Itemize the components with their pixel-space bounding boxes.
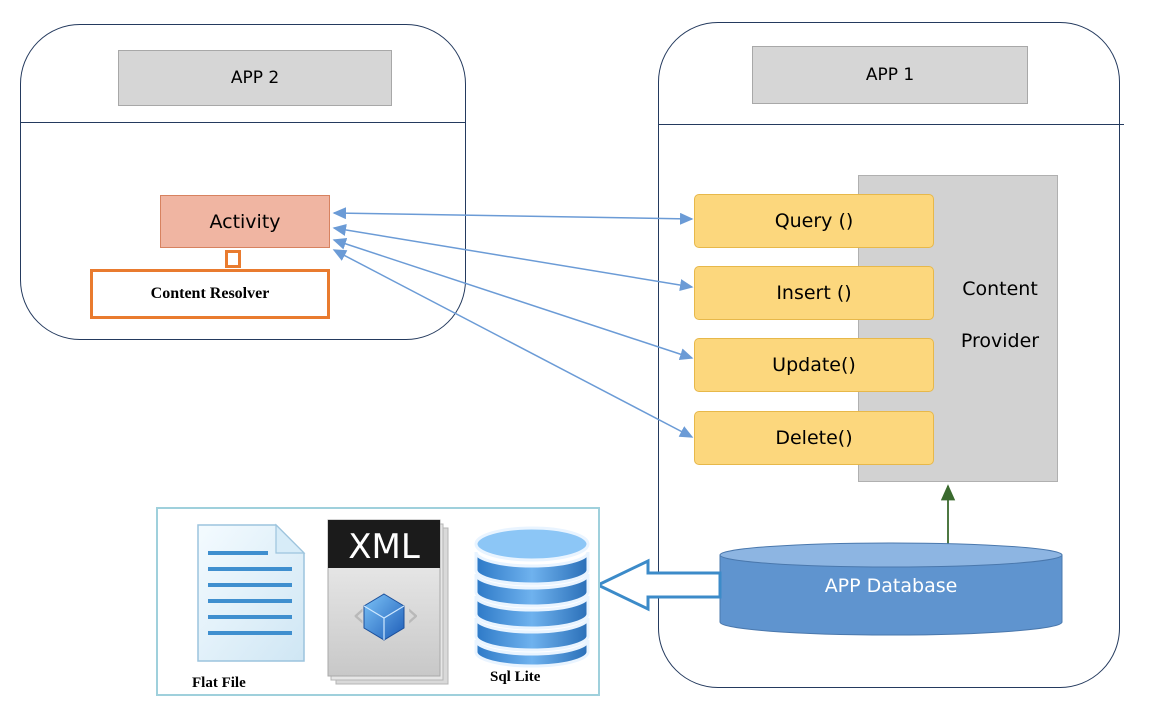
delete-method: Delete()	[694, 411, 934, 465]
insert-method: Insert ()	[694, 266, 934, 320]
update-method: Update()	[694, 338, 934, 392]
app2-container	[20, 24, 466, 340]
content-provider-label-line2: Provider	[960, 330, 1040, 352]
sql-lite-label: Sql Lite	[490, 669, 541, 685]
database-icon	[474, 526, 590, 668]
svg-text:›: ›	[406, 595, 420, 635]
app-database	[719, 542, 1063, 636]
content-resolver-box: Content Resolver	[90, 269, 330, 319]
xml-badge: XML	[348, 527, 420, 567]
delete-arrow	[332, 249, 694, 438]
query-arrow	[332, 207, 694, 225]
query-method: Query ()	[694, 194, 934, 248]
hollow-arrow-icon	[594, 558, 722, 612]
resolver-connector	[225, 250, 241, 268]
activity-box: Activity	[160, 195, 330, 248]
app1-divider	[658, 124, 1124, 125]
app1-title: APP 1	[752, 46, 1028, 104]
svg-text:‹: ‹	[352, 595, 366, 635]
xml-file-icon: XML ‹ ›	[327, 519, 449, 685]
app2-divider	[20, 122, 466, 123]
app-database-label: APP Database	[824, 575, 958, 597]
flat-file-icon	[197, 523, 306, 662]
flat-file-label: Flat File	[192, 675, 246, 691]
app2-title: APP 2	[118, 50, 392, 106]
content-provider-label-line1: Content	[962, 278, 1038, 300]
